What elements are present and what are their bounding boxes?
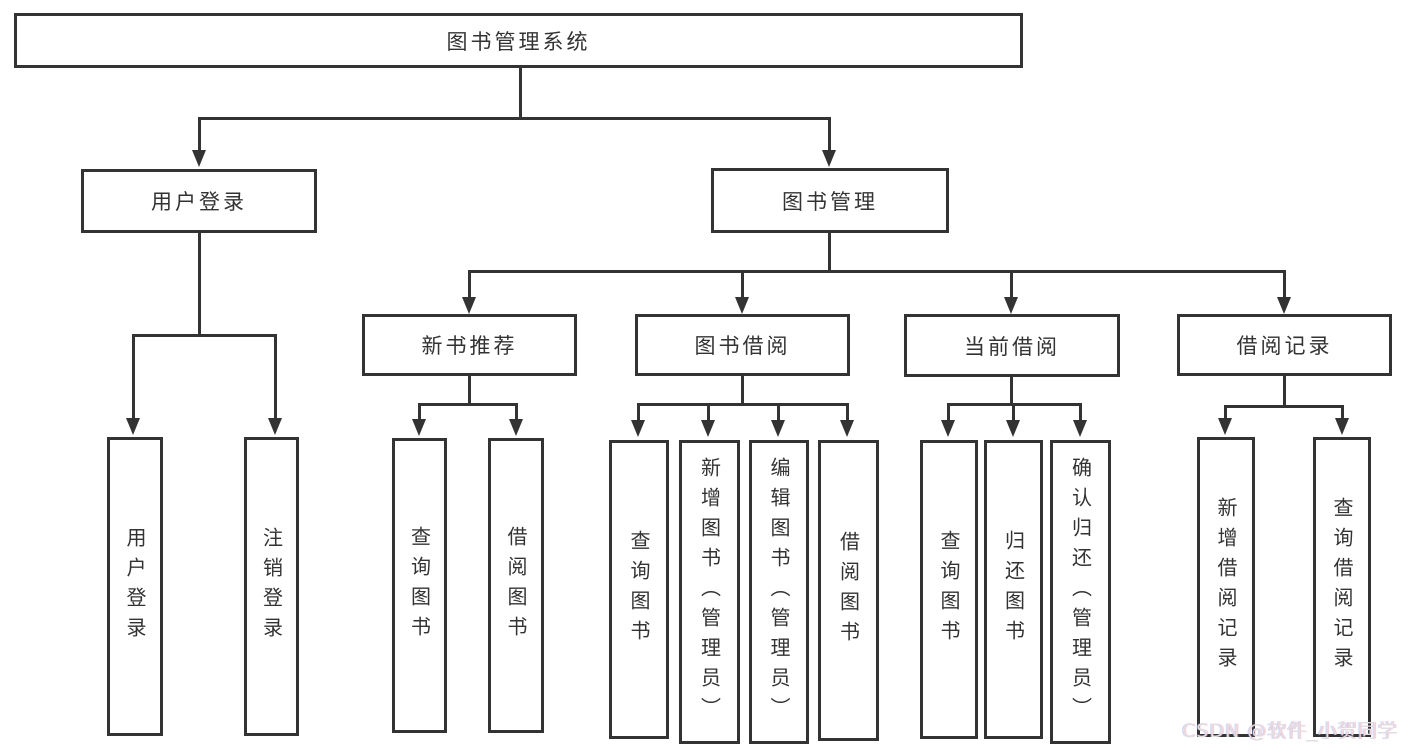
connector-drop-login — [132, 334, 135, 419]
connector-drop-br-query — [1341, 405, 1344, 419]
node-user-login-label: 用户登录 — [151, 190, 247, 214]
connector-drop-bb-edit — [777, 403, 780, 421]
node-leaf-cb-return-label: 归还图书 — [1001, 529, 1026, 650]
connector-borrow-record-stem — [1283, 374, 1286, 408]
connector-drop-bb-query — [637, 403, 640, 421]
connector-new-book-stem — [468, 374, 471, 406]
connector-drop-book-borrow — [741, 270, 744, 299]
connector-drop-book-mgmt — [828, 117, 831, 151]
node-leaf-login-label: 用户登录 — [123, 526, 147, 647]
node-new-book: 新书推荐 — [362, 314, 577, 376]
connector-drop-br-add — [1224, 405, 1227, 419]
connector-new-book-split — [418, 403, 518, 406]
node-leaf-br-add-label: 新增借阅记录 — [1214, 497, 1238, 677]
arrowhead-bb-edit — [771, 420, 785, 437]
arrowhead-nb-query — [412, 419, 426, 436]
connector-level2-split — [198, 117, 831, 120]
node-leaf-nb-query-label: 查询图书 — [407, 525, 432, 646]
connector-drop-cb-return — [1012, 403, 1015, 421]
connector-borrow-record-split — [1224, 405, 1344, 408]
arrowhead-book-borrow — [735, 297, 749, 314]
arrowhead-nb-borrow — [509, 419, 523, 436]
connector-book-mgmt-stem — [828, 231, 831, 272]
node-leaf-cb-confirm: 确认归还（管理员） — [1050, 440, 1111, 744]
node-root: 图书管理系统 — [14, 13, 1023, 68]
node-borrow-record-label: 借阅记录 — [1236, 334, 1333, 358]
arrowhead-cb-confirm — [1073, 420, 1087, 437]
arrowhead-user-login — [192, 150, 206, 167]
connector-drop-bb-borrow — [846, 403, 849, 421]
node-book-borrow-label: 图书借阅 — [694, 334, 791, 358]
node-root-label: 图书管理系统 — [446, 29, 591, 54]
node-current-borrow: 当前借阅 — [904, 314, 1120, 377]
connector-drop-user-login — [198, 117, 201, 151]
node-leaf-nb-borrow: 借阅图书 — [488, 438, 544, 733]
connector-drop-borrow-record — [1283, 270, 1286, 299]
node-leaf-bb-add-label: 新增图书（管理员） — [697, 457, 722, 727]
node-leaf-nb-borrow-label: 借阅图书 — [504, 525, 528, 646]
connector-root-stem — [519, 66, 522, 118]
node-leaf-cb-query: 查询图书 — [920, 440, 978, 739]
node-leaf-logout: 注销登录 — [244, 437, 299, 736]
node-leaf-cb-return: 归还图书 — [984, 440, 1043, 739]
node-book-mgmt-label: 图书管理 — [782, 189, 878, 214]
arrowhead-br-query — [1335, 418, 1349, 435]
connector-drop-cb-query — [947, 403, 950, 421]
node-leaf-logout-label: 注销登录 — [259, 526, 284, 647]
connector-current-borrow-stem — [1010, 374, 1013, 406]
connector-book-borrow-stem — [741, 374, 744, 406]
connector-user-login-split — [132, 334, 277, 337]
node-book-borrow: 图书借阅 — [635, 314, 850, 376]
node-leaf-br-query-label: 查询借阅记录 — [1330, 497, 1354, 677]
arrowhead-new-book — [462, 297, 476, 314]
connector-drop-logout — [274, 334, 277, 419]
node-leaf-bb-query: 查询图书 — [609, 440, 669, 739]
connector-drop-bb-add — [707, 403, 710, 421]
node-leaf-br-add: 新增借阅记录 — [1197, 437, 1255, 737]
node-leaf-cb-query-label: 查询图书 — [937, 529, 961, 650]
connector-drop-nb-borrow — [515, 403, 518, 421]
node-new-book-label: 新书推荐 — [421, 334, 518, 358]
arrowhead-borrow-record — [1277, 297, 1291, 314]
arrowhead-bb-borrow — [840, 420, 854, 437]
node-leaf-bb-edit-label: 编辑图书（管理员） — [767, 457, 791, 727]
arrowhead-bb-query — [631, 420, 645, 437]
node-current-borrow-label: 当前借阅 — [964, 334, 1060, 359]
arrowhead-login — [126, 418, 140, 435]
node-leaf-bb-edit: 编辑图书（管理员） — [749, 440, 809, 744]
node-book-mgmt: 图书管理 — [711, 168, 949, 233]
connector-drop-cb-confirm — [1079, 403, 1082, 421]
node-leaf-bb-borrow: 借阅图书 — [818, 440, 879, 741]
node-leaf-login: 用户登录 — [107, 437, 163, 736]
arrowhead-logout — [268, 418, 282, 435]
arrowhead-cb-return — [1006, 420, 1020, 437]
node-leaf-nb-query: 查询图书 — [392, 438, 447, 733]
arrowhead-book-mgmt — [822, 150, 836, 167]
connector-user-login-stem — [198, 231, 201, 337]
arrowhead-current-borrow — [1004, 297, 1018, 314]
node-leaf-bb-borrow-label: 借阅图书 — [836, 530, 861, 651]
connector-book-borrow-split — [637, 403, 849, 406]
connector-drop-nb-query — [418, 403, 421, 421]
arrowhead-br-add — [1218, 418, 1232, 435]
node-leaf-br-query: 查询借阅记录 — [1313, 437, 1371, 737]
node-leaf-bb-add: 新增图书（管理员） — [679, 440, 740, 744]
arrowhead-cb-query — [941, 420, 955, 437]
watermark-text: CSDN @软件_小贺同学 — [1182, 720, 1398, 742]
node-leaf-cb-confirm-label: 确认归还（管理员） — [1068, 457, 1093, 727]
connector-drop-new-book — [468, 270, 471, 299]
node-borrow-record: 借阅记录 — [1177, 314, 1392, 376]
node-user-login: 用户登录 — [81, 169, 317, 233]
node-leaf-bb-query-label: 查询图书 — [627, 529, 651, 650]
connector-level3-split — [468, 270, 1286, 273]
connector-drop-current-borrow — [1010, 270, 1013, 299]
arrowhead-bb-add — [701, 420, 715, 437]
